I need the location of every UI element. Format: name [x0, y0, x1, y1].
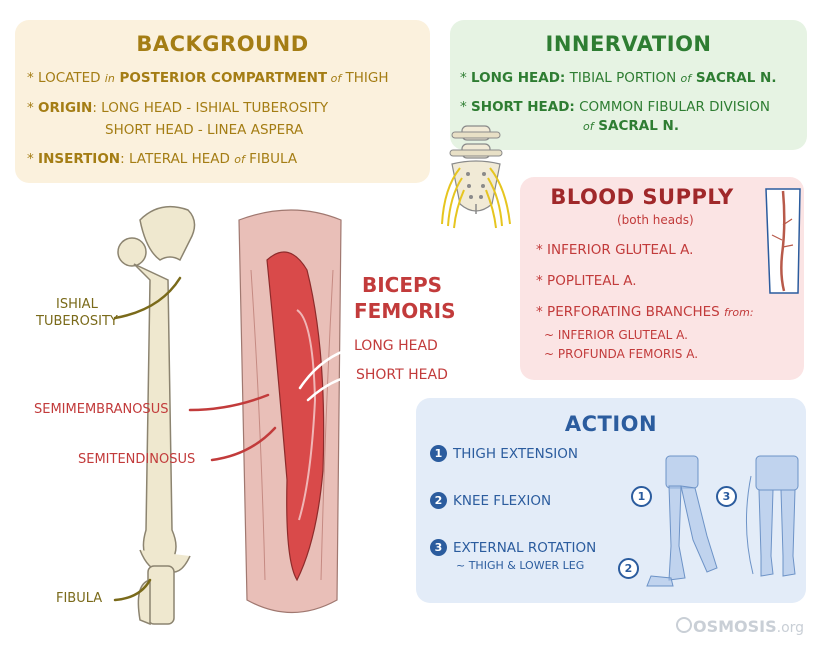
muscle-title: BICEPS FEMORIS	[354, 273, 456, 323]
innervation-long-head: * LONG HEAD: TIBIAL PORTION of SACRAL N.	[460, 70, 777, 86]
leg-vessel-illustration	[765, 188, 801, 294]
semimembranosus-label: SEMIMEMBRANOSUS	[34, 402, 169, 417]
figure-number-3: 3	[716, 486, 737, 507]
innervation-short-head: * SHORT HEAD: COMMON FIBULAR DIVISION	[460, 99, 770, 115]
blood-supply-title: BLOOD SUPPLY	[550, 185, 734, 209]
femur-illustration	[117, 205, 196, 626]
background-located: * LOCATED in POSTERIOR COMPARTMENT of TH…	[27, 70, 389, 86]
innervation-title: INNERVATION	[545, 32, 712, 56]
ishial-tuberosity-label: ISHIAL TUBEROSITY	[36, 297, 118, 329]
blood-supply-panel: BLOOD SUPPLY (both heads) * INFERIOR GLU…	[520, 177, 804, 380]
logo-mark-icon	[676, 617, 692, 633]
figure-number-2: 2	[618, 558, 639, 579]
fibula-label: FIBULA	[56, 591, 103, 606]
background-origin: * ORIGIN: LONG HEAD - ISHIAL TUBEROSITY	[27, 100, 329, 116]
blood-supply-sub-2: ~ PROFUNDA FEMORIS A.	[544, 347, 699, 361]
background-insertion: * INSERTION: LATERAL HEAD of FIBULA	[27, 151, 298, 167]
figure-number-1: 1	[631, 486, 652, 507]
innervation-panel: INNERVATION * LONG HEAD: TIBIAL PORTION …	[450, 20, 807, 150]
semitendinosus-label: SEMITENDINOSUS	[78, 452, 196, 467]
background-title: BACKGROUND	[136, 32, 309, 56]
blood-supply-item-3: * PERFORATING BRANCHES from:	[536, 304, 754, 320]
action-figures	[646, 455, 799, 587]
blood-supply-sub-1: ~ INFERIOR GLUTEAL A.	[544, 328, 688, 342]
innervation-short-head-2: of SACRAL N.	[583, 118, 679, 134]
background-origin-short: SHORT HEAD - LINEA ASPERA	[105, 122, 304, 138]
action-title: ACTION	[564, 412, 658, 436]
long-head-label: LONG HEAD	[354, 338, 438, 354]
background-panel: BACKGROUND * LOCATED in POSTERIOR COMPAR…	[15, 20, 430, 183]
thigh-muscle-illustration	[238, 209, 342, 614]
sacrum-illustration	[441, 125, 511, 229]
osmosis-logo: OSMOSIS.org	[676, 617, 804, 636]
action-item-3-sub: ~ THIGH & LOWER LEG	[456, 559, 585, 572]
blood-supply-item-2: * POPLITEAL A.	[536, 273, 637, 289]
blood-supply-item-1: * INFERIOR GLUTEAL A.	[536, 242, 694, 258]
blood-supply-subtitle: (both heads)	[617, 213, 694, 227]
short-head-label: SHORT HEAD	[356, 367, 448, 383]
